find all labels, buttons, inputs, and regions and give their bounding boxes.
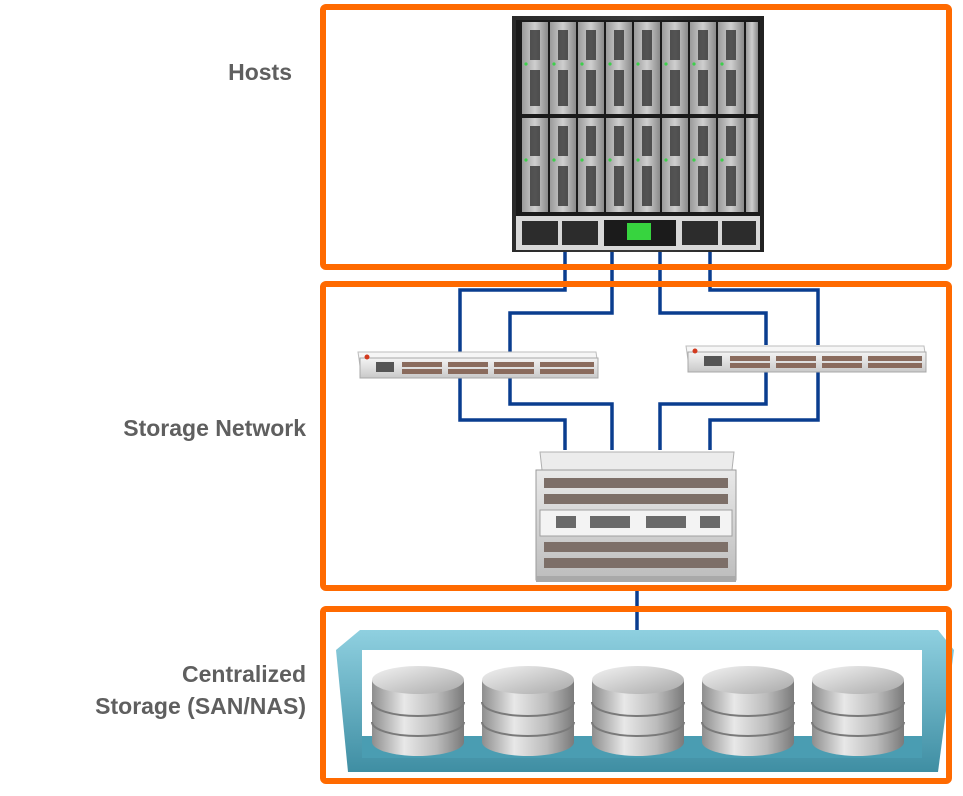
centralized-storage-label: Centralized Storage (SAN/NAS) <box>40 658 306 722</box>
disk-stack-icon <box>371 666 465 756</box>
fibre-channel-switch-icon-left <box>357 351 599 379</box>
disk-stack-icon <box>811 666 905 756</box>
link-core-left-a <box>458 378 567 450</box>
storage-network-frame <box>320 281 952 591</box>
disk-stack-icon <box>591 666 685 756</box>
hosts-frame <box>320 4 952 270</box>
hosts-label: Hosts <box>228 59 292 85</box>
centralized-storage-label-line1: Centralized <box>182 661 306 687</box>
link-core-right-b <box>708 372 820 450</box>
lcd-display-icon <box>627 223 651 240</box>
centralized-storage-frame <box>320 606 952 784</box>
blade-server-chassis-icon <box>512 16 764 252</box>
disk-stack-icon <box>701 666 795 756</box>
director-switch-icon <box>535 451 737 582</box>
centralized-storage-label-line2: Storage (SAN/NAS) <box>95 693 306 719</box>
fibre-channel-switch-icon-right <box>685 345 927 373</box>
link-core-right-a <box>658 372 768 450</box>
link-host-right-b <box>708 252 820 345</box>
link-host-left-a <box>458 252 567 352</box>
link-core-left-b <box>508 378 614 450</box>
disk-stack-icon <box>481 666 575 756</box>
storage-disks <box>371 666 905 756</box>
storage-network-label: Storage Network <box>123 415 306 441</box>
